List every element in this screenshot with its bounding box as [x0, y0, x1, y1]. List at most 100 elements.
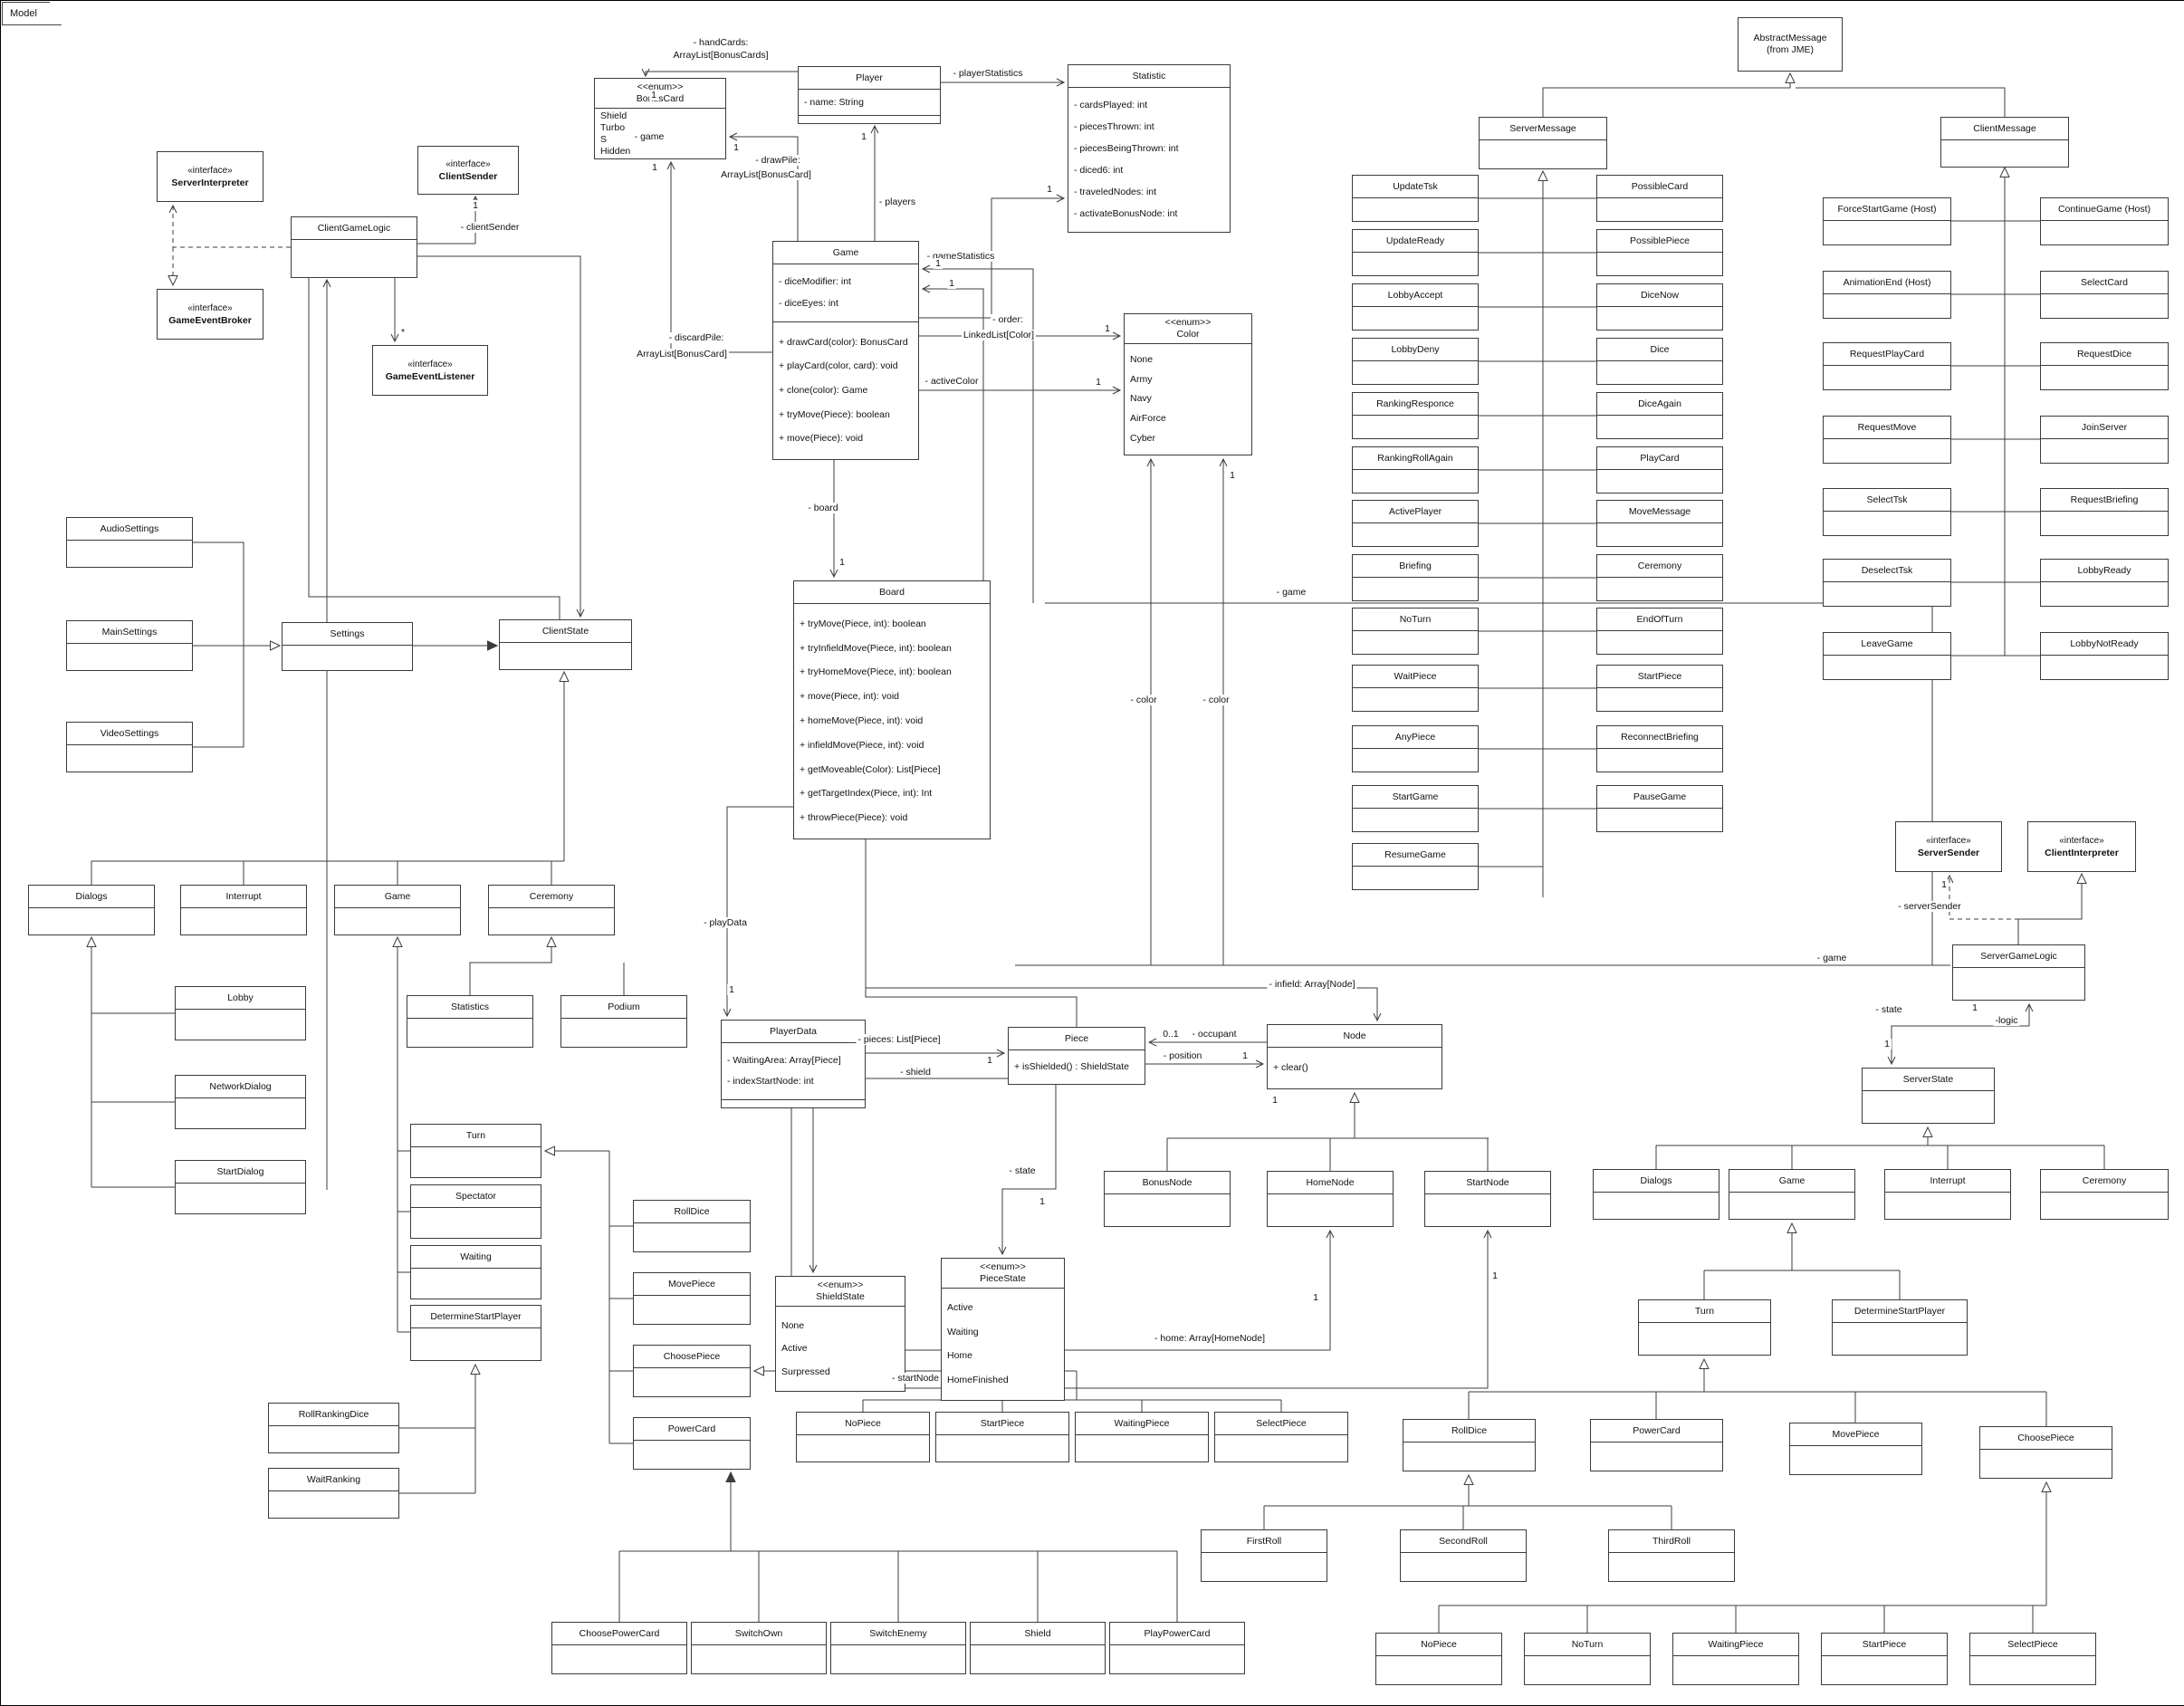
- uml-class-choose-power-card[interactable]: ChoosePowerCard: [551, 1622, 687, 1674]
- uml-class-determine-start-player-client[interactable]: DetermineStartPlayer: [410, 1305, 541, 1361]
- uml-class-select-tsk[interactable]: SelectTsk: [1823, 488, 1951, 536]
- uml-class-main-settings[interactable]: MainSettings: [66, 620, 193, 671]
- uml-class-choose-piece-server[interactable]: ChoosePiece: [1979, 1426, 2112, 1479]
- uml-class-turn-server[interactable]: Turn: [1638, 1299, 1771, 1356]
- uml-class-start-piece-client[interactable]: StartPiece: [935, 1412, 1069, 1462]
- uml-class-cs-dialogs[interactable]: Dialogs: [28, 885, 155, 935]
- uml-class-node[interactable]: Node+ clear(): [1267, 1024, 1442, 1089]
- uml-class-ranking-roll-again[interactable]: RankingRollAgain: [1352, 446, 1479, 494]
- uml-class-ranking-responce[interactable]: RankingResponce: [1352, 392, 1479, 439]
- uml-class-cs-ceremony[interactable]: Ceremony: [488, 885, 615, 935]
- uml-class-determine-start-player-server[interactable]: DetermineStartPlayer: [1832, 1299, 1968, 1356]
- uml-class-server-message[interactable]: ServerMessage: [1479, 117, 1607, 169]
- uml-class-pause-game[interactable]: PauseGame: [1596, 785, 1723, 832]
- uml-class-power-card-server[interactable]: PowerCard: [1590, 1419, 1723, 1471]
- uml-class-client-game-logic[interactable]: ClientGameLogic: [291, 216, 417, 278]
- uml-class-network-dialog[interactable]: NetworkDialog: [175, 1075, 306, 1129]
- uml-class-leave-game[interactable]: LeaveGame: [1823, 632, 1951, 680]
- uml-class-request-play-card[interactable]: RequestPlayCard: [1823, 342, 1951, 390]
- uml-class-audio-settings[interactable]: AudioSettings: [66, 517, 193, 568]
- uml-class-animation-end[interactable]: AnimationEnd (Host): [1823, 271, 1951, 319]
- uml-class-wait-ranking[interactable]: WaitRanking: [268, 1468, 399, 1519]
- uml-class-lobby-not-ready[interactable]: LobbyNotReady: [2040, 632, 2169, 680]
- uml-class-lobby-ready[interactable]: LobbyReady: [2040, 559, 2169, 607]
- uml-class-start-piece-msg[interactable]: StartPiece: [1596, 665, 1723, 712]
- uml-class-power-card-client[interactable]: PowerCard: [633, 1417, 751, 1470]
- uml-class-shield-card[interactable]: Shield: [970, 1622, 1106, 1674]
- uml-class-game[interactable]: Game- diceModifier: int- diceEyes: int+ …: [772, 241, 919, 460]
- uml-class-statistic[interactable]: Statistic- cardsPlayed: int- piecesThrow…: [1068, 64, 1231, 233]
- uml-class-start-node[interactable]: StartNode: [1424, 1171, 1551, 1227]
- uml-class-game-event-broker[interactable]: «interface»GameEventBroker: [157, 289, 263, 340]
- uml-class-cs-interrupt[interactable]: Interrupt: [180, 885, 307, 935]
- uml-class-lobby-accept[interactable]: LobbyAccept: [1352, 283, 1479, 331]
- uml-class-waiting-piece-client[interactable]: WaitingPiece: [1075, 1412, 1209, 1462]
- uml-class-select-piece-server[interactable]: SelectPiece: [1969, 1633, 2096, 1685]
- uml-class-server-interpreter[interactable]: «interface»ServerInterpreter: [157, 151, 263, 202]
- uml-class-any-piece[interactable]: AnyPiece: [1352, 725, 1479, 772]
- uml-class-move-piece-server[interactable]: MovePiece: [1789, 1423, 1922, 1475]
- uml-class-no-piece-server[interactable]: NoPiece: [1375, 1633, 1502, 1685]
- uml-class-ss-dialogs[interactable]: Dialogs: [1593, 1169, 1719, 1220]
- uml-class-server-game-logic[interactable]: ServerGameLogic: [1952, 944, 2085, 1001]
- uml-class-end-of-turn[interactable]: EndOfTurn: [1596, 608, 1723, 655]
- uml-class-client-sender[interactable]: «interface»ClientSender: [417, 146, 519, 195]
- uml-class-board[interactable]: Board+ tryMove(Piece, int): boolean+ try…: [793, 580, 991, 839]
- uml-class-wait-piece[interactable]: WaitPiece: [1352, 665, 1479, 712]
- uml-class-request-briefing[interactable]: RequestBriefing: [2040, 488, 2169, 536]
- uml-class-continue-game[interactable]: ContinueGame (Host): [2040, 197, 2169, 245]
- uml-class-join-server[interactable]: JoinServer: [2040, 416, 2169, 464]
- uml-class-no-turn-server[interactable]: NoTurn: [1524, 1633, 1651, 1685]
- uml-class-start-game[interactable]: StartGame: [1352, 785, 1479, 832]
- uml-class-request-move[interactable]: RequestMove: [1823, 416, 1951, 464]
- uml-class-ss-interrupt[interactable]: Interrupt: [1884, 1169, 2011, 1220]
- uml-class-ceremony-msg[interactable]: Ceremony: [1596, 554, 1723, 601]
- uml-class-server-sender[interactable]: «interface»ServerSender: [1895, 821, 2002, 872]
- uml-class-switch-own[interactable]: SwitchOwn: [691, 1622, 827, 1674]
- uml-class-request-dice[interactable]: RequestDice: [2040, 342, 2169, 390]
- uml-class-lobby[interactable]: Lobby: [175, 986, 306, 1040]
- uml-class-first-roll[interactable]: FirstRoll: [1201, 1529, 1327, 1582]
- uml-class-player[interactable]: Player- name: String: [798, 66, 941, 124]
- uml-class-force-start-game[interactable]: ForceStartGame (Host): [1823, 197, 1951, 245]
- uml-class-statistics-state[interactable]: Statistics: [407, 995, 533, 1048]
- uml-class-abstract-message[interactable]: AbstractMessage(from JME): [1738, 17, 1843, 72]
- uml-class-select-piece-client[interactable]: SelectPiece: [1214, 1412, 1348, 1462]
- uml-class-bonus-node[interactable]: BonusNode: [1104, 1171, 1231, 1227]
- uml-class-choose-piece-client[interactable]: ChoosePiece: [633, 1345, 751, 1397]
- uml-class-possible-card[interactable]: PossibleCard: [1596, 175, 1723, 222]
- uml-class-cs-game[interactable]: Game: [334, 885, 461, 935]
- uml-class-move-piece-client[interactable]: MovePiece: [633, 1272, 751, 1325]
- uml-class-switch-enemy[interactable]: SwitchEnemy: [830, 1622, 966, 1674]
- uml-class-no-piece-client[interactable]: NoPiece: [796, 1412, 930, 1462]
- uml-class-client-state[interactable]: ClientState: [499, 619, 632, 670]
- uml-class-waiting-piece-server[interactable]: WaitingPiece: [1672, 1633, 1799, 1685]
- uml-class-settings[interactable]: Settings: [282, 622, 413, 671]
- uml-class-game-event-listener[interactable]: «interface»GameEventListener: [372, 345, 488, 396]
- uml-class-active-player[interactable]: ActivePlayer: [1352, 500, 1479, 547]
- uml-class-possible-piece[interactable]: PossiblePiece: [1596, 229, 1723, 276]
- uml-class-ss-game[interactable]: Game: [1729, 1169, 1855, 1220]
- uml-class-play-card[interactable]: PlayCard: [1596, 446, 1723, 494]
- uml-class-dice[interactable]: Dice: [1596, 338, 1723, 385]
- uml-class-start-dialog[interactable]: StartDialog: [175, 1160, 306, 1214]
- uml-class-select-card[interactable]: SelectCard: [2040, 271, 2169, 319]
- uml-class-briefing[interactable]: Briefing: [1352, 554, 1479, 601]
- uml-class-video-settings[interactable]: VideoSettings: [66, 722, 193, 772]
- uml-class-roll-dice-client[interactable]: RollDice: [633, 1200, 751, 1252]
- uml-class-reconnect-briefing[interactable]: ReconnectBriefing: [1596, 725, 1723, 772]
- uml-class-no-turn[interactable]: NoTurn: [1352, 608, 1479, 655]
- uml-class-client-interpreter[interactable]: «interface»ClientInterpreter: [2027, 821, 2136, 872]
- uml-class-spectator[interactable]: Spectator: [410, 1184, 541, 1239]
- uml-class-home-node[interactable]: HomeNode: [1267, 1171, 1394, 1227]
- uml-class-client-message[interactable]: ClientMessage: [1940, 117, 2069, 168]
- uml-class-lobby-deny[interactable]: LobbyDeny: [1352, 338, 1479, 385]
- uml-class-piece[interactable]: Piece+ isShielded() : ShieldState: [1008, 1027, 1145, 1085]
- uml-class-play-power-card[interactable]: PlayPowerCard: [1109, 1622, 1245, 1674]
- uml-class-dice-again[interactable]: DiceAgain: [1596, 392, 1723, 439]
- uml-class-ss-ceremony[interactable]: Ceremony: [2040, 1169, 2169, 1220]
